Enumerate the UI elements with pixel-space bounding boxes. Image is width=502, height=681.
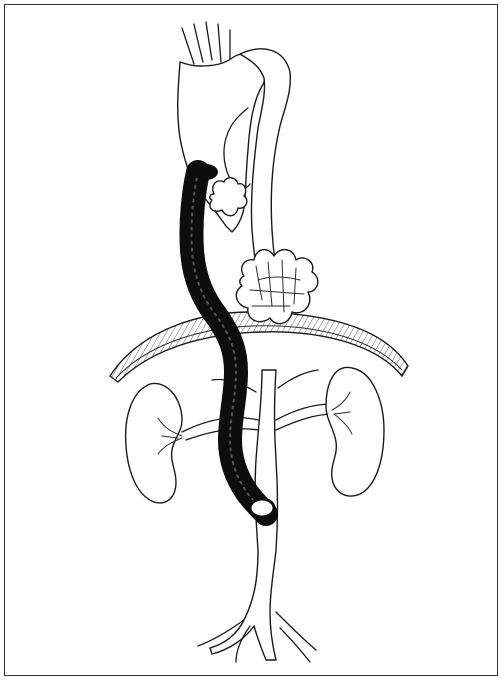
right-kidney	[326, 367, 384, 496]
diaphragm	[110, 312, 408, 382]
aortic-trunk	[178, 22, 316, 662]
renal-arteries	[182, 370, 334, 440]
left-kidney	[126, 383, 182, 502]
lesion-mass	[236, 250, 317, 324]
